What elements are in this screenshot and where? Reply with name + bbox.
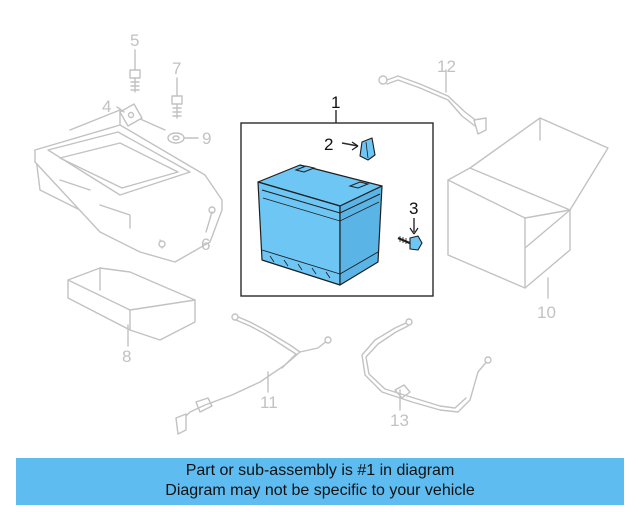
bolt-7-part <box>171 95 183 119</box>
callout-4: 4 <box>102 97 111 116</box>
callout-11: 11 <box>260 393 278 412</box>
cable-12-part <box>378 75 487 135</box>
callout-5: 5 <box>130 31 139 50</box>
bracket-4-part <box>119 103 143 127</box>
highlight-assembly-box: 1 <box>240 93 434 297</box>
callout-1: 1 <box>331 93 340 112</box>
callout-8: 8 <box>122 347 131 366</box>
bolt-3-part: 3 <box>397 199 423 251</box>
leader-lines <box>116 49 549 411</box>
battery-box-10-part <box>447 117 609 289</box>
callout-9: 9 <box>202 129 211 148</box>
washer-9-part <box>167 132 185 144</box>
parts-diagram: 5 7 4 9 6 12 10 8 11 13 1 2 <box>34 31 609 435</box>
info-banner: Part or sub-assembly is #1 in diagram Di… <box>16 458 624 505</box>
callout-13: 13 <box>390 411 409 430</box>
callout-2: 2 <box>324 135 333 154</box>
banner-line-2: Diagram may not be specific to your vehi… <box>165 482 475 499</box>
battery-tray-part <box>34 109 223 263</box>
battery-part <box>257 164 383 286</box>
cable-11-part <box>175 313 332 435</box>
cover-8-part <box>67 267 196 341</box>
callout-7: 7 <box>172 59 181 78</box>
callout-6: 6 <box>201 235 210 254</box>
callout-10: 10 <box>537 303 556 322</box>
callout-3: 3 <box>409 199 418 218</box>
clip-2-part: 2 <box>324 135 376 161</box>
banner-line-1: Part or sub-assembly is #1 in diagram <box>185 462 455 479</box>
callout-12: 12 <box>437 57 456 76</box>
bolt-5-part <box>129 69 141 93</box>
cable-13-part <box>361 318 492 413</box>
